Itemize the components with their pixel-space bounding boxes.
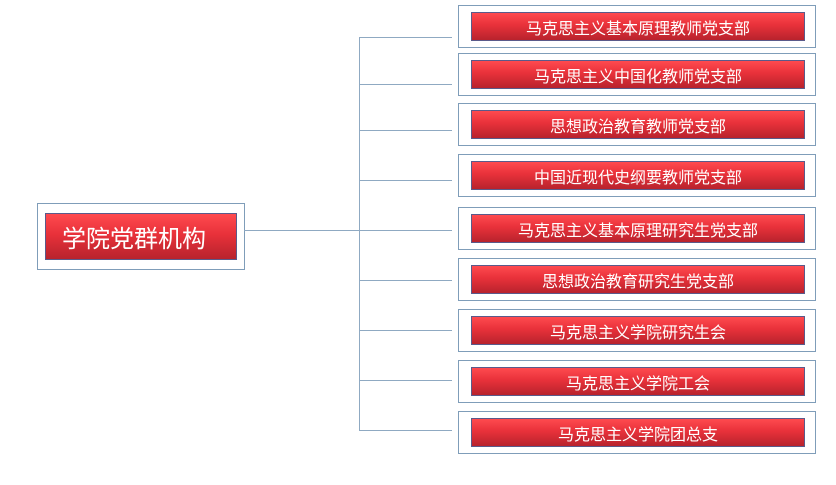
trunk-line <box>359 37 360 431</box>
branch-connector <box>359 230 452 231</box>
child-node: 思想政治教育教师党支部 <box>458 103 816 146</box>
branch-connector <box>359 280 452 281</box>
child-node-label: 思想政治教育研究生党支部 <box>471 265 805 294</box>
child-node-label: 马克思主义中国化教师党支部 <box>471 60 805 89</box>
child-node: 马克思主义基本原理教师党支部 <box>458 5 816 48</box>
root-node: 学院党群机构 <box>37 203 245 270</box>
branch-connector <box>359 180 452 181</box>
child-node: 中国近现代史纲要教师党支部 <box>458 154 816 197</box>
branch-connector <box>359 37 452 38</box>
branch-connector <box>359 84 452 85</box>
child-node: 马克思主义学院工会 <box>458 360 816 403</box>
child-node-label: 马克思主义基本原理研究生党支部 <box>471 214 805 243</box>
root-node-label: 学院党群机构 <box>45 213 237 260</box>
child-node-label: 马克思主义基本原理教师党支部 <box>471 12 805 41</box>
child-node-label: 马克思主义学院团总支 <box>471 418 805 447</box>
child-node: 马克思主义基本原理研究生党支部 <box>458 207 816 250</box>
child-node: 马克思主义中国化教师党支部 <box>458 53 816 96</box>
child-node-label: 思想政治教育教师党支部 <box>471 110 805 139</box>
branch-connector <box>359 330 452 331</box>
branch-connector <box>359 430 452 431</box>
branch-connector <box>359 130 452 131</box>
child-node-label: 中国近现代史纲要教师党支部 <box>471 161 805 190</box>
child-node: 思想政治教育研究生党支部 <box>458 258 816 301</box>
child-node: 马克思主义学院研究生会 <box>458 309 816 352</box>
child-node-label: 马克思主义学院研究生会 <box>471 316 805 345</box>
root-connector <box>244 230 359 231</box>
child-node: 马克思主义学院团总支 <box>458 411 816 454</box>
child-node-label: 马克思主义学院工会 <box>471 367 805 396</box>
branch-connector <box>359 380 452 381</box>
